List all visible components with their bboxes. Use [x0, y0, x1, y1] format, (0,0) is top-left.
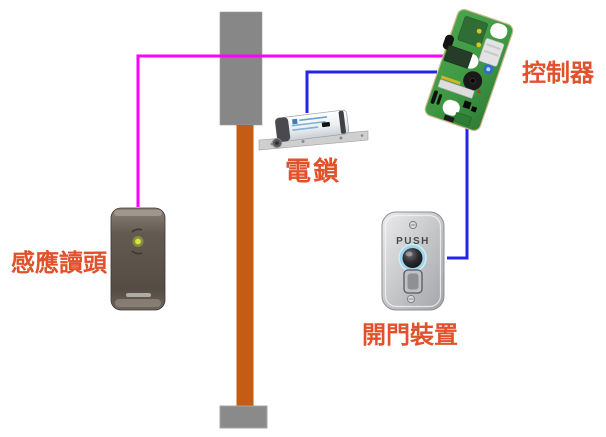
- led-indicator-icon: [134, 238, 142, 246]
- lock-slot: [321, 121, 331, 128]
- pcb-connector-strip: [437, 79, 475, 99]
- pcb-cutout-top: [490, 23, 508, 40]
- door-post: [236, 125, 254, 406]
- plate-inner-highlight: [384, 214, 442, 308]
- lock-body-group: [274, 109, 350, 143]
- button-highlight: [405, 251, 413, 257]
- reader-mark-top: [131, 228, 143, 233]
- exit-button: PUSH: [381, 211, 445, 311]
- pcb-buzzer-hole: [469, 77, 476, 84]
- door-base: [219, 405, 268, 429]
- lock-label-line: [292, 126, 319, 132]
- pcb-red-led: [477, 89, 481, 94]
- pcb-yellow-dot: [476, 42, 482, 48]
- pcb-yellow-strip: [440, 75, 461, 85]
- pcb-black-component: [443, 114, 455, 123]
- pcb-cutout-bottom: [442, 99, 460, 116]
- pcb-relay-dark: [457, 16, 488, 48]
- bracket-screw: [301, 140, 305, 143]
- reader-mark-bottom: [131, 250, 143, 255]
- card-reader: [110, 207, 166, 311]
- pcb-yellow-dot: [476, 28, 482, 34]
- lock-right-band: [338, 110, 346, 134]
- lock-label-line: [291, 120, 326, 127]
- card-reader-bottom-bevel: [115, 299, 161, 307]
- pcb-relay-white: [478, 38, 505, 67]
- door-frame: [219, 11, 268, 429]
- bracket-screw: [339, 136, 343, 140]
- label-electric-lock: 電鎖: [285, 156, 342, 186]
- label-card-reader: 感應讀頭: [11, 250, 107, 277]
- electric-lock: [258, 109, 369, 151]
- reader-logo-mark: [126, 293, 151, 297]
- pcb-terminal-block: [453, 112, 472, 127]
- wire-lock-to-controller: [305, 70, 437, 113]
- lock-bolt-center: [275, 141, 279, 145]
- lock-label-logo: [292, 118, 298, 125]
- controller-board: [424, 8, 514, 132]
- card-reader-top-bevel: [114, 210, 162, 216]
- keyhole-inner: [407, 273, 419, 290]
- push-button: [402, 248, 423, 268]
- lock-label-line: [299, 116, 328, 122]
- door-header: [219, 11, 263, 126]
- label-controller: 控制器: [522, 60, 594, 87]
- pcb-trimmer-center: [486, 67, 491, 72]
- wire-controller-to-button: [447, 121, 469, 260]
- pcb-ic-chip: [443, 45, 473, 69]
- relay-stripe: [483, 49, 499, 57]
- label-exit-button: 開門裝置: [362, 322, 458, 349]
- relay-stripe: [486, 43, 501, 51]
- pcb-black-component: [462, 100, 472, 110]
- pcb-slot: [436, 94, 443, 105]
- wire-reader-to-controller: [136, 54, 444, 207]
- lock-left-cap: [275, 117, 291, 142]
- card-reader-body: [110, 207, 166, 311]
- pcb-black-component: [470, 106, 478, 113]
- push-text: PUSH: [396, 236, 430, 247]
- pcb-slot: [430, 90, 438, 104]
- bracket-screw: [360, 134, 364, 137]
